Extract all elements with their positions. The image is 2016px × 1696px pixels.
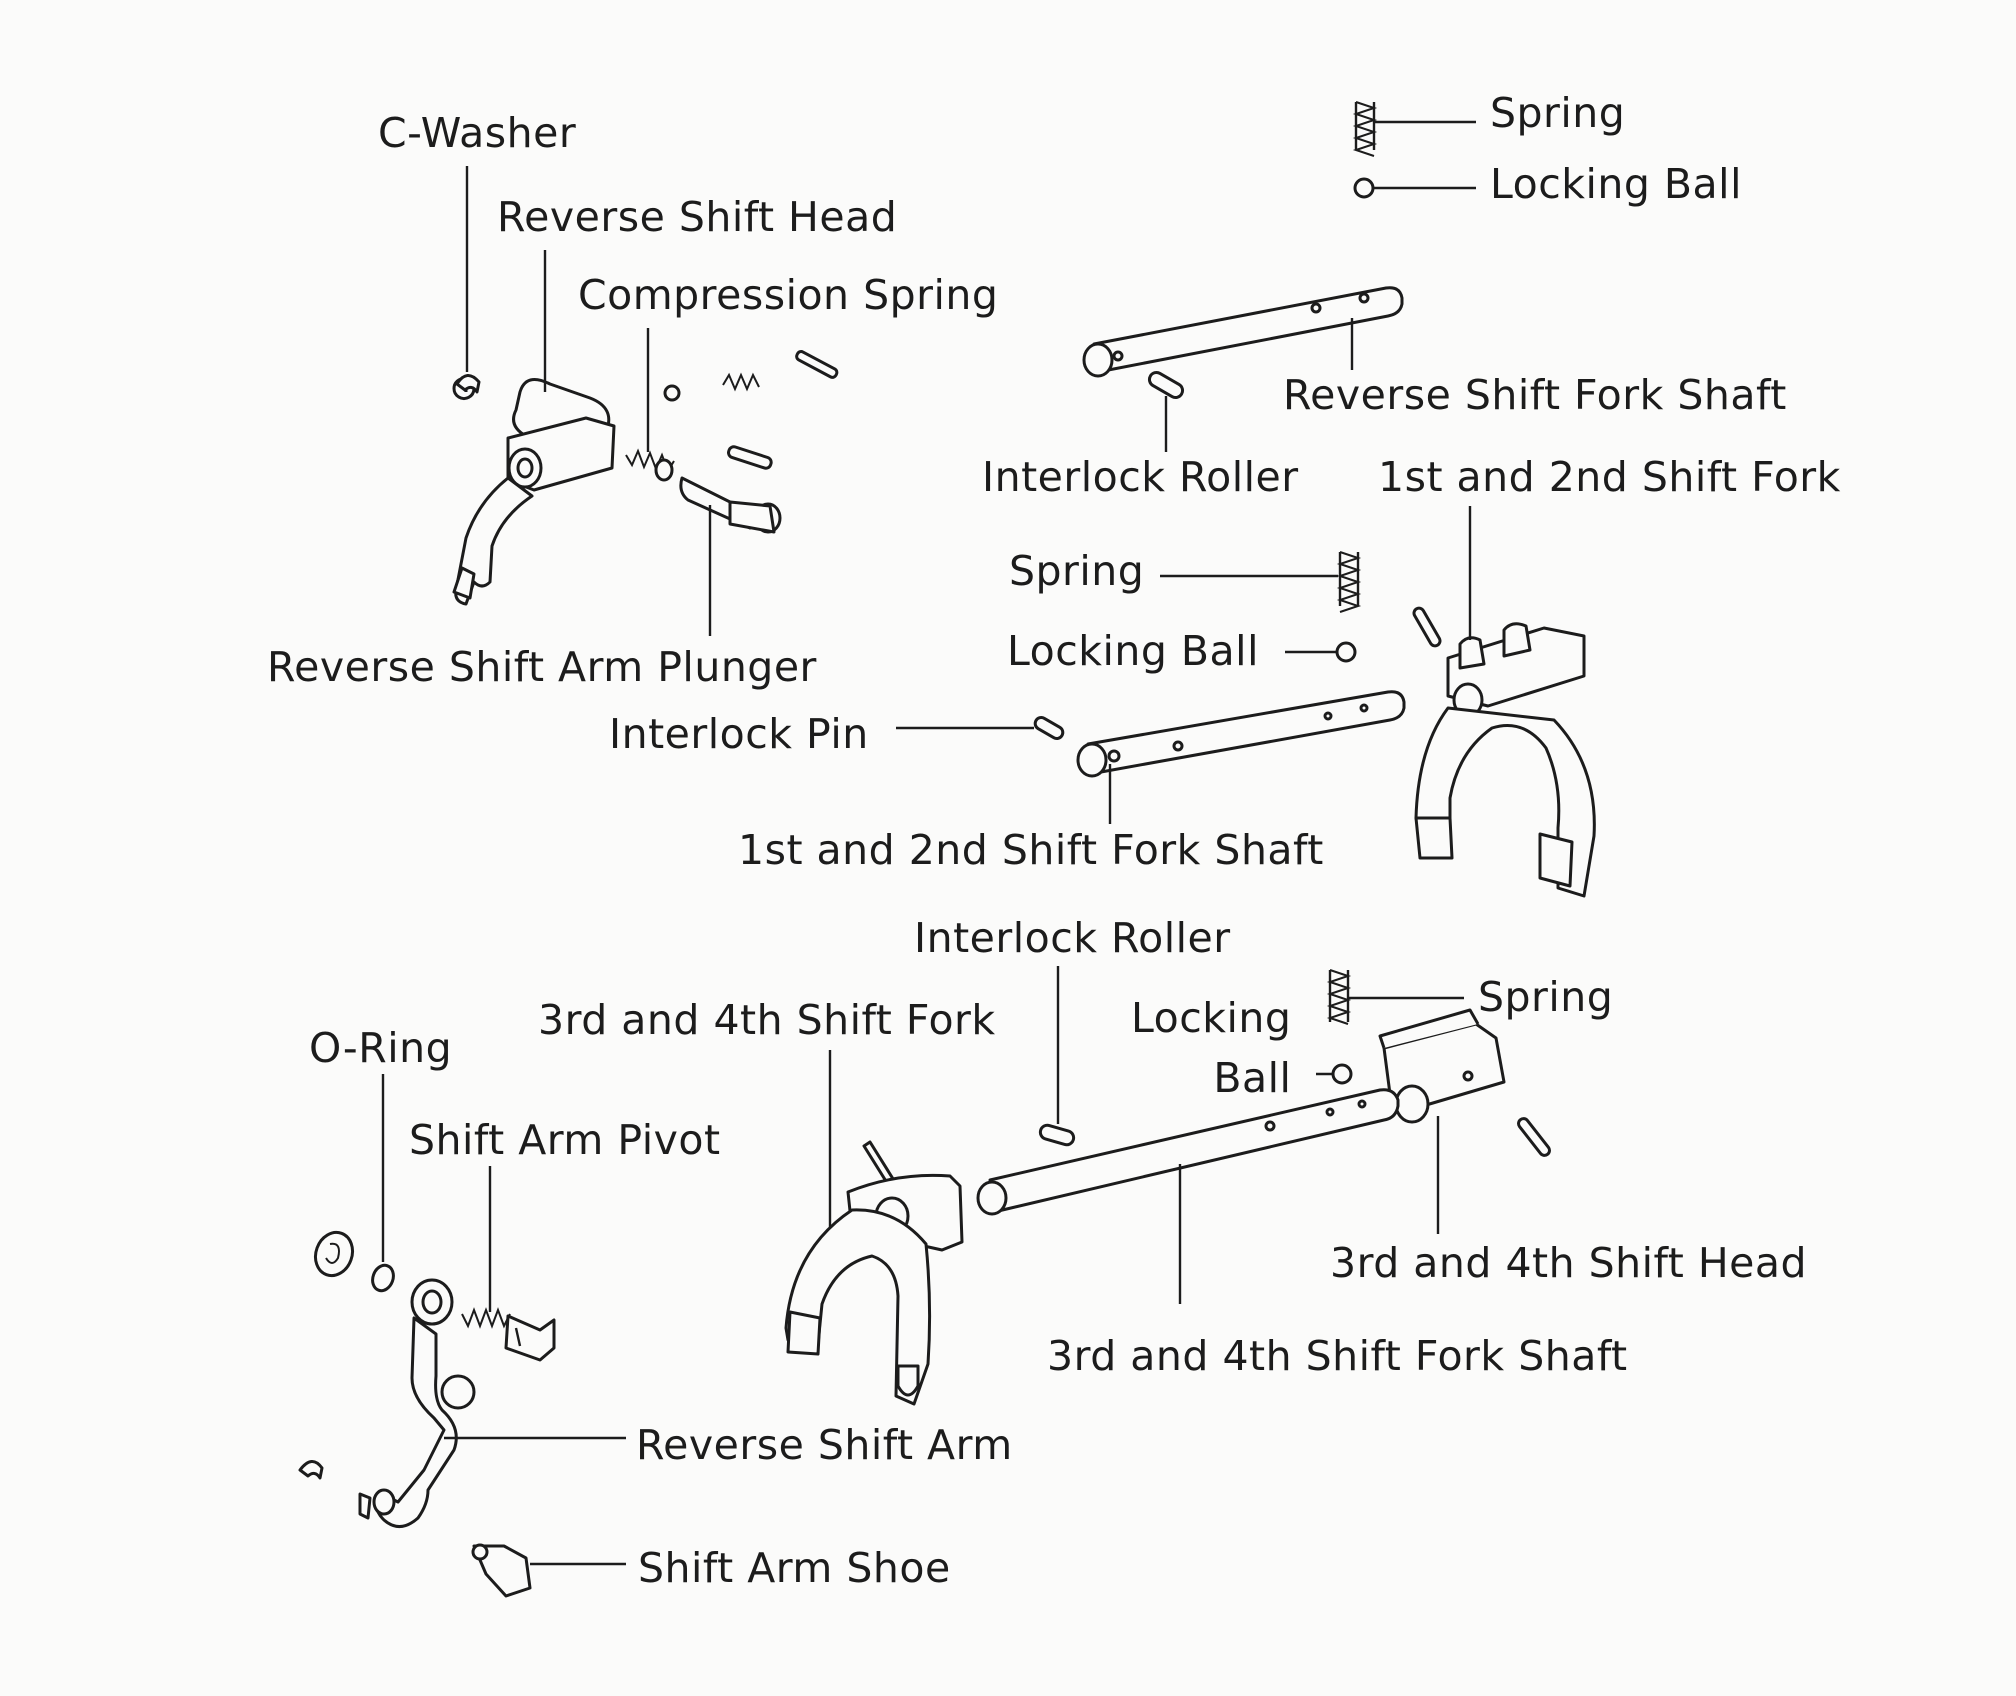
label-reverse-shift-arm-plunger: Reverse Shift Arm Plunger <box>267 643 817 691</box>
third-fourth-shift-fork-shaft-part <box>976 1088 1400 1216</box>
compression-spring-part <box>625 448 675 482</box>
label-interlock-pin: Interlock Pin <box>609 710 869 758</box>
label-c-washer: C-Washer <box>378 109 577 157</box>
locking-ball-lower-part <box>1331 1063 1353 1085</box>
small-roller-part <box>727 445 773 470</box>
reverse-shift-arm-plunger-part <box>679 476 782 534</box>
interlock-pin-part <box>1033 716 1065 740</box>
reverse-shift-head-part <box>452 378 616 606</box>
label-compression-spring: Compression Spring <box>578 271 999 319</box>
label-locking-ball-lower: Locking Ball <box>1131 994 1292 1102</box>
label-shift-arm-pivot: Shift Arm Pivot <box>409 1116 721 1164</box>
shift-arm-shoe-part <box>471 1543 532 1598</box>
spring-mid-part <box>1336 551 1362 613</box>
spring-top-part <box>1352 101 1378 157</box>
interlock-pin-upper-part <box>1412 606 1442 648</box>
label-reverse-shift-head: Reverse Shift Head <box>497 193 898 241</box>
label-shift-arm-shoe: Shift Arm Shoe <box>638 1544 951 1592</box>
locking-ball-top-part <box>1353 177 1375 199</box>
label-locking-ball-mid: Locking Ball <box>1007 627 1259 675</box>
label-o-ring: O-Ring <box>309 1024 453 1072</box>
interlock-roller-lower-part <box>1038 1123 1076 1147</box>
label-first-second-shift-fork-shaft: 1st and 2nd Shift Fork Shaft <box>738 826 1324 874</box>
interlock-pin-lower-part <box>1517 1117 1551 1157</box>
third-fourth-shift-fork-part <box>784 1140 964 1406</box>
o-ring-washer-part <box>313 1230 355 1278</box>
o-ring-part <box>371 1263 395 1293</box>
locking-ball-mid-part <box>1335 641 1357 663</box>
label-first-second-shift-fork: 1st and 2nd Shift Fork <box>1378 453 1841 501</box>
small-detent-ball <box>663 384 681 402</box>
label-spring-lower: Spring <box>1478 973 1614 1021</box>
c-washer-part <box>452 374 481 400</box>
c-washer-lower-part <box>298 1460 324 1480</box>
shift-arm-pivot-part <box>461 1307 556 1362</box>
label-reverse-shift-arm: Reverse Shift Arm <box>636 1421 1013 1469</box>
reverse-shift-arm-part <box>358 1278 476 1528</box>
label-third-fourth-shift-fork-shaft: 3rd and 4th Shift Fork Shaft <box>1047 1332 1628 1380</box>
label-reverse-shift-fork-shaft: Reverse Shift Fork Shaft <box>1283 371 1787 419</box>
interlock-roller-upper-part <box>1147 371 1185 399</box>
third-fourth-shift-head-part <box>1378 1008 1506 1124</box>
label-locking-ball-top: Locking Ball <box>1490 160 1742 208</box>
small-pin-part <box>795 350 839 379</box>
spring-lower-part <box>1326 969 1352 1025</box>
reverse-shift-fork-shaft-part <box>1082 286 1404 378</box>
small-spring-part <box>722 372 760 392</box>
label-third-fourth-shift-head: 3rd and 4th Shift Head <box>1330 1239 1808 1287</box>
label-third-fourth-shift-fork: 3rd and 4th Shift Fork <box>538 996 996 1044</box>
label-spring-mid: Spring <box>1009 547 1145 595</box>
label-interlock-roller-upper: Interlock Roller <box>982 453 1299 501</box>
first-second-shift-fork-shaft-part <box>1076 690 1406 778</box>
label-spring-top: Spring <box>1490 89 1626 137</box>
label-interlock-roller-lower: Interlock Roller <box>914 914 1231 962</box>
first-second-shift-fork-part <box>1414 622 1596 898</box>
